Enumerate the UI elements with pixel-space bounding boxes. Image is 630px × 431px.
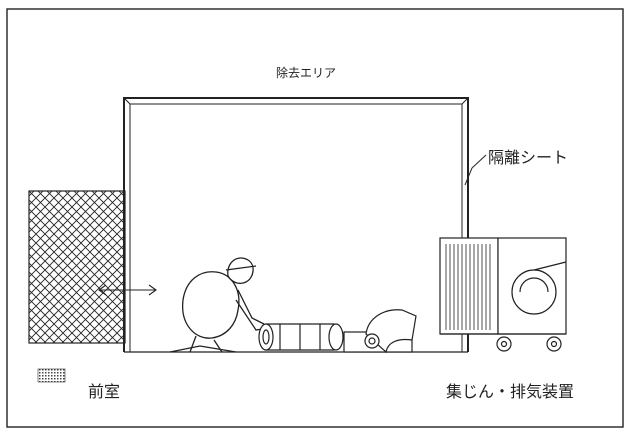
worker-figure bbox=[169, 257, 269, 353]
anteroom-label: 前室 bbox=[88, 382, 121, 401]
removal-area-label: 除去エリア bbox=[276, 66, 337, 80]
isolation-sheet-label: 隔離シート bbox=[488, 148, 569, 167]
anteroom-box bbox=[28, 190, 126, 344]
two-way-arrow bbox=[98, 284, 157, 296]
dust-collector-label: 集じん・排気装置 bbox=[446, 382, 575, 401]
duct-pipe bbox=[258, 323, 344, 351]
duct-elbow bbox=[343, 309, 417, 354]
legend-swatch bbox=[37, 368, 66, 383]
sheet-leader-line bbox=[464, 154, 487, 186]
outer-frame bbox=[6, 8, 624, 428]
removal-area-enclosure bbox=[123, 97, 469, 353]
dust-collector-unit bbox=[439, 237, 567, 352]
